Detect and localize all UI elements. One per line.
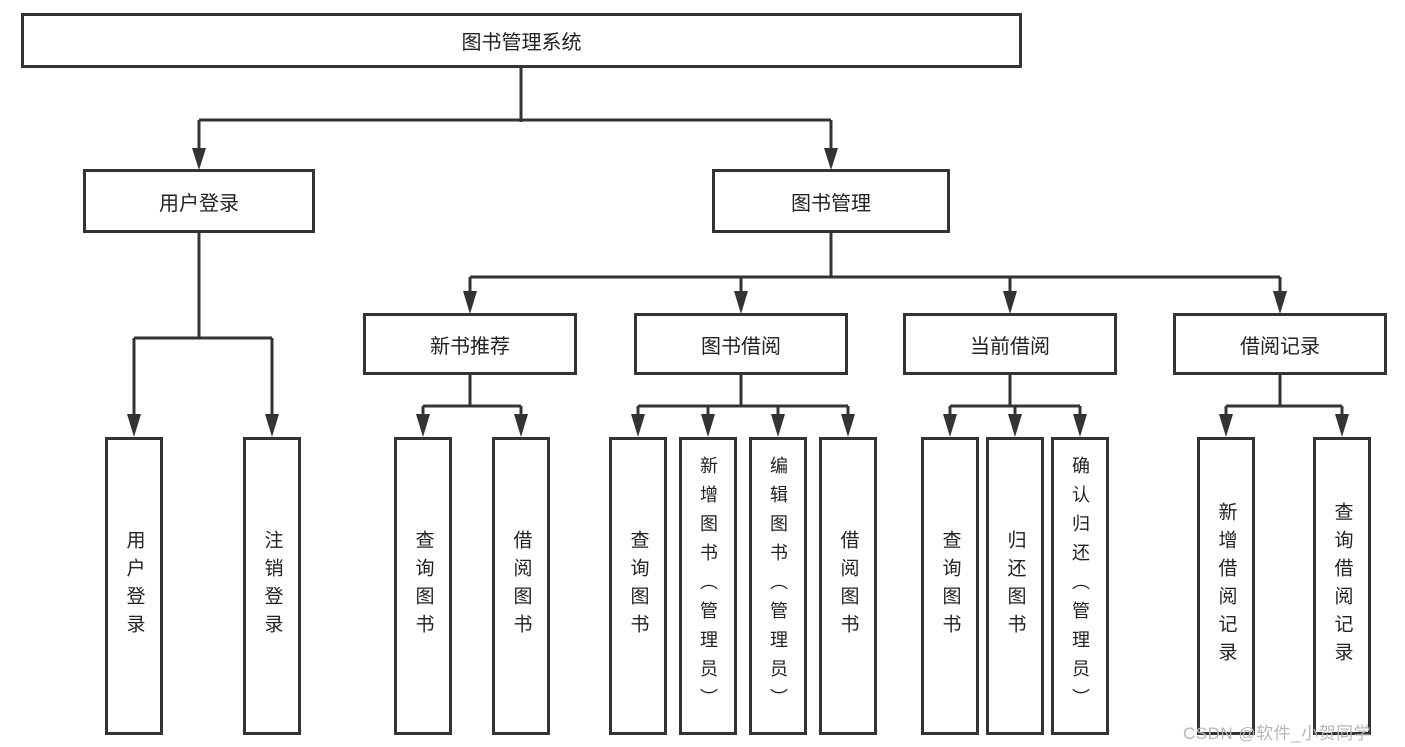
node-current-borrow: 当前借阅 [903,313,1117,375]
leaf-add-books-admin: 新增图书（管理员） [679,437,737,735]
leaf-user-login: 用户登录 [105,437,163,735]
leaf-query-borrow-record: 查询借阅记录 [1313,437,1371,735]
leaf-add-borrow-record: 新增借阅记录 [1197,437,1255,735]
node-new-book-recommend: 新书推荐 [363,313,577,375]
node-root: 图书管理系统 [21,13,1022,68]
leaf-query-books-current: 查询图书 [921,437,979,735]
leaf-query-books-borrow: 查询图书 [609,437,667,735]
node-user-login: 用户登录 [83,169,315,233]
leaf-borrow-books: 借阅图书 [819,437,877,735]
node-borrow-records: 借阅记录 [1173,313,1387,375]
node-book-management: 图书管理 [712,169,950,233]
leaf-logout: 注销登录 [243,437,301,735]
node-book-borrow: 图书借阅 [634,313,848,375]
leaf-confirm-return-admin: 确认归还（管理员） [1051,437,1109,735]
leaf-return-books: 归还图书 [986,437,1044,735]
leaf-borrow-books-recommend: 借阅图书 [492,437,550,735]
leaf-query-books-recommend: 查询图书 [394,437,452,735]
csdn-watermark: CSDN @软件_小贺同学 [1183,724,1372,743]
leaf-edit-books-admin: 编辑图书（管理员） [749,437,807,735]
